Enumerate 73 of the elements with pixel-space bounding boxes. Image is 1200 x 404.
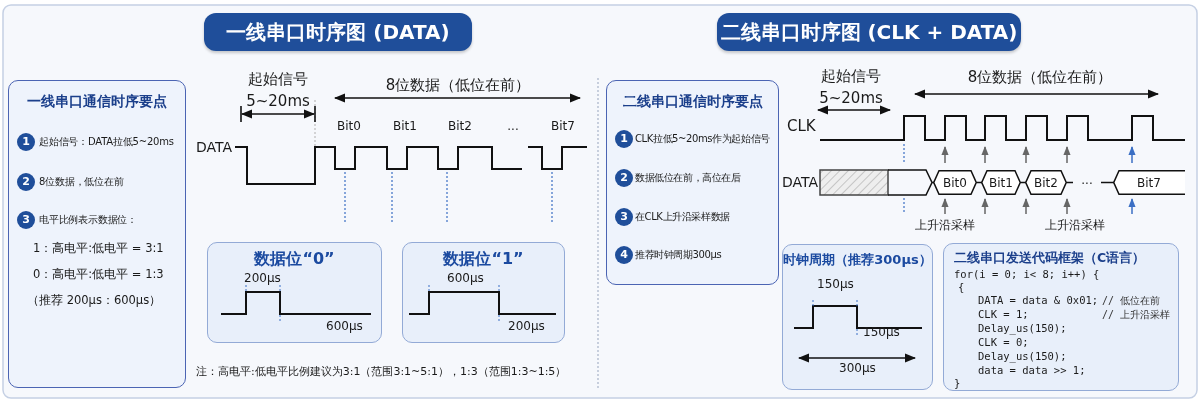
note-text: 0：高电平:低电平 = 1:3 xyxy=(33,267,164,282)
card-heading: 二线串口发送代码框架（C语言） xyxy=(954,250,1146,267)
list-item: 起始信号：DATA拉低5~20ms xyxy=(39,135,174,149)
signal-name: DATA xyxy=(782,174,819,190)
heading-text: 起始信号 xyxy=(248,70,308,89)
bit-label: Bit0 xyxy=(943,175,967,190)
duration-label: 200μs xyxy=(508,319,545,333)
panel-heading: 二线串口通信时序要点 xyxy=(621,93,764,111)
note-text: 1：高电平:低电平 = 3:1 xyxy=(33,241,164,256)
duration-label: 5~20ms xyxy=(819,89,883,107)
signal-name: CLK xyxy=(787,117,816,135)
duration-label: 150μs xyxy=(863,325,900,339)
bus-segment xyxy=(1113,170,1185,195)
signal-name: DATA xyxy=(196,139,233,155)
panel-heading: 一线串口通信时序要点 xyxy=(26,93,168,111)
annotation: 上升沿采样 xyxy=(915,217,975,234)
bit-label: Bit1 xyxy=(989,175,1013,190)
list-item: 推荐时钟周期300μs xyxy=(635,248,722,262)
heading-text: 8位数据（低位在前） xyxy=(967,68,1113,87)
code-line: Delay_us(150); xyxy=(978,322,1067,334)
list-item: 在CLK上升沿采样数据 xyxy=(635,210,730,224)
number-badge: 4 xyxy=(615,246,633,264)
banner-title: 二线串口时序图 (CLK + DATA) xyxy=(720,18,1018,46)
code-line: DATA = data & 0x01; xyxy=(978,294,1099,306)
list-item: 电平比例表示数据位： xyxy=(39,213,137,227)
bit-label: Bit7 xyxy=(1137,175,1161,190)
duration-label: 300μs xyxy=(839,361,876,375)
duration-label: 600μs xyxy=(326,319,363,333)
code-line: data = data >> 1; xyxy=(978,364,1086,376)
list-item: 数据低位在前，高位在后 xyxy=(635,171,741,185)
bit-label: Bit7 xyxy=(551,119,575,133)
timing-card xyxy=(943,243,1179,391)
card-heading: 时钟周期（推荐300μs） xyxy=(783,251,932,269)
code-comment: // 低位在前 xyxy=(1102,294,1161,308)
info-panel xyxy=(606,80,779,285)
bit-label: Bit2 xyxy=(448,119,472,133)
timing-card xyxy=(402,242,565,343)
code-line: for(i = 0; i< 8; i++) { xyxy=(954,268,1100,280)
bit-label: Bit0 xyxy=(337,119,361,133)
timing-card xyxy=(782,244,933,390)
duration-label: 150μs xyxy=(817,277,854,291)
list-item: CLK拉低5~20ms作为起始信号 xyxy=(635,132,770,146)
bit-label: Bit1 xyxy=(393,119,417,133)
code-comment: // 上升沿采样 xyxy=(1102,308,1171,322)
card-heading: 数据位“1” xyxy=(442,249,525,270)
code-line: Delay_us(150); xyxy=(978,350,1067,362)
number-badge: 3 xyxy=(615,208,633,226)
duration-label: 200μs xyxy=(244,271,281,285)
code-line: CLK = 0; xyxy=(978,336,1029,348)
banner-title: 一线串口时序图 (DATA) xyxy=(226,18,450,46)
annotation: 上升沿采样 xyxy=(1045,217,1105,234)
code-line: } xyxy=(954,377,961,389)
timing-card xyxy=(207,242,382,343)
list-item: 8位数据，低位在前 xyxy=(39,175,124,189)
info-panel xyxy=(8,80,186,388)
number-badge: 2 xyxy=(17,173,35,191)
number-badge: 1 xyxy=(615,130,633,148)
bit-label: Bit2 xyxy=(1034,175,1058,190)
heading-text: 8位数据（低位在前） xyxy=(385,76,531,95)
ellipsis: ... xyxy=(507,119,519,133)
ellipsis: ... xyxy=(1081,173,1093,187)
heading-text: 起始信号 xyxy=(821,67,881,86)
number-badge: 1 xyxy=(17,133,35,151)
card-heading: 数据位“0” xyxy=(253,249,336,270)
code-line: { xyxy=(958,281,965,293)
code-line: CLK = 1; xyxy=(978,308,1029,320)
number-badge: 3 xyxy=(17,211,35,229)
duration-label: 600μs xyxy=(447,271,484,285)
footnote: 注：高电平:低电平比例建议为3:1（范围3:1~5:1），1:3（范围1:3~1:5） xyxy=(196,364,567,379)
duration-label: 5~20ms xyxy=(246,92,310,110)
note-text: （推荐 200μs：600μs） xyxy=(27,293,162,308)
number-badge: 2 xyxy=(615,169,633,187)
title-banner xyxy=(204,13,472,51)
